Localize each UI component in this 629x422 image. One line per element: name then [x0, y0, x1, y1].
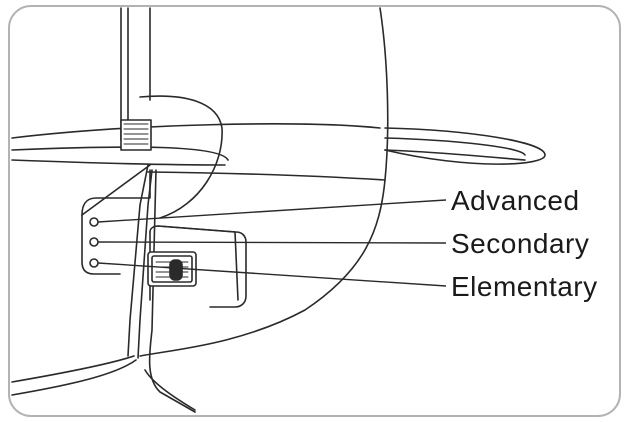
- callout-label-elementary: Elementary: [451, 271, 598, 302]
- leader-line-secondary: [97, 241, 447, 244]
- callout-label-advanced: Advanced: [451, 185, 580, 216]
- leader-line-advanced: [97, 199, 447, 223]
- leader-line-elementary: [97, 262, 447, 287]
- callout-label-secondary: Secondary: [451, 228, 589, 259]
- callout-leaders: [97, 199, 447, 287]
- diagram-frame: [8, 5, 621, 417]
- product-drawing: [11, 7, 546, 413]
